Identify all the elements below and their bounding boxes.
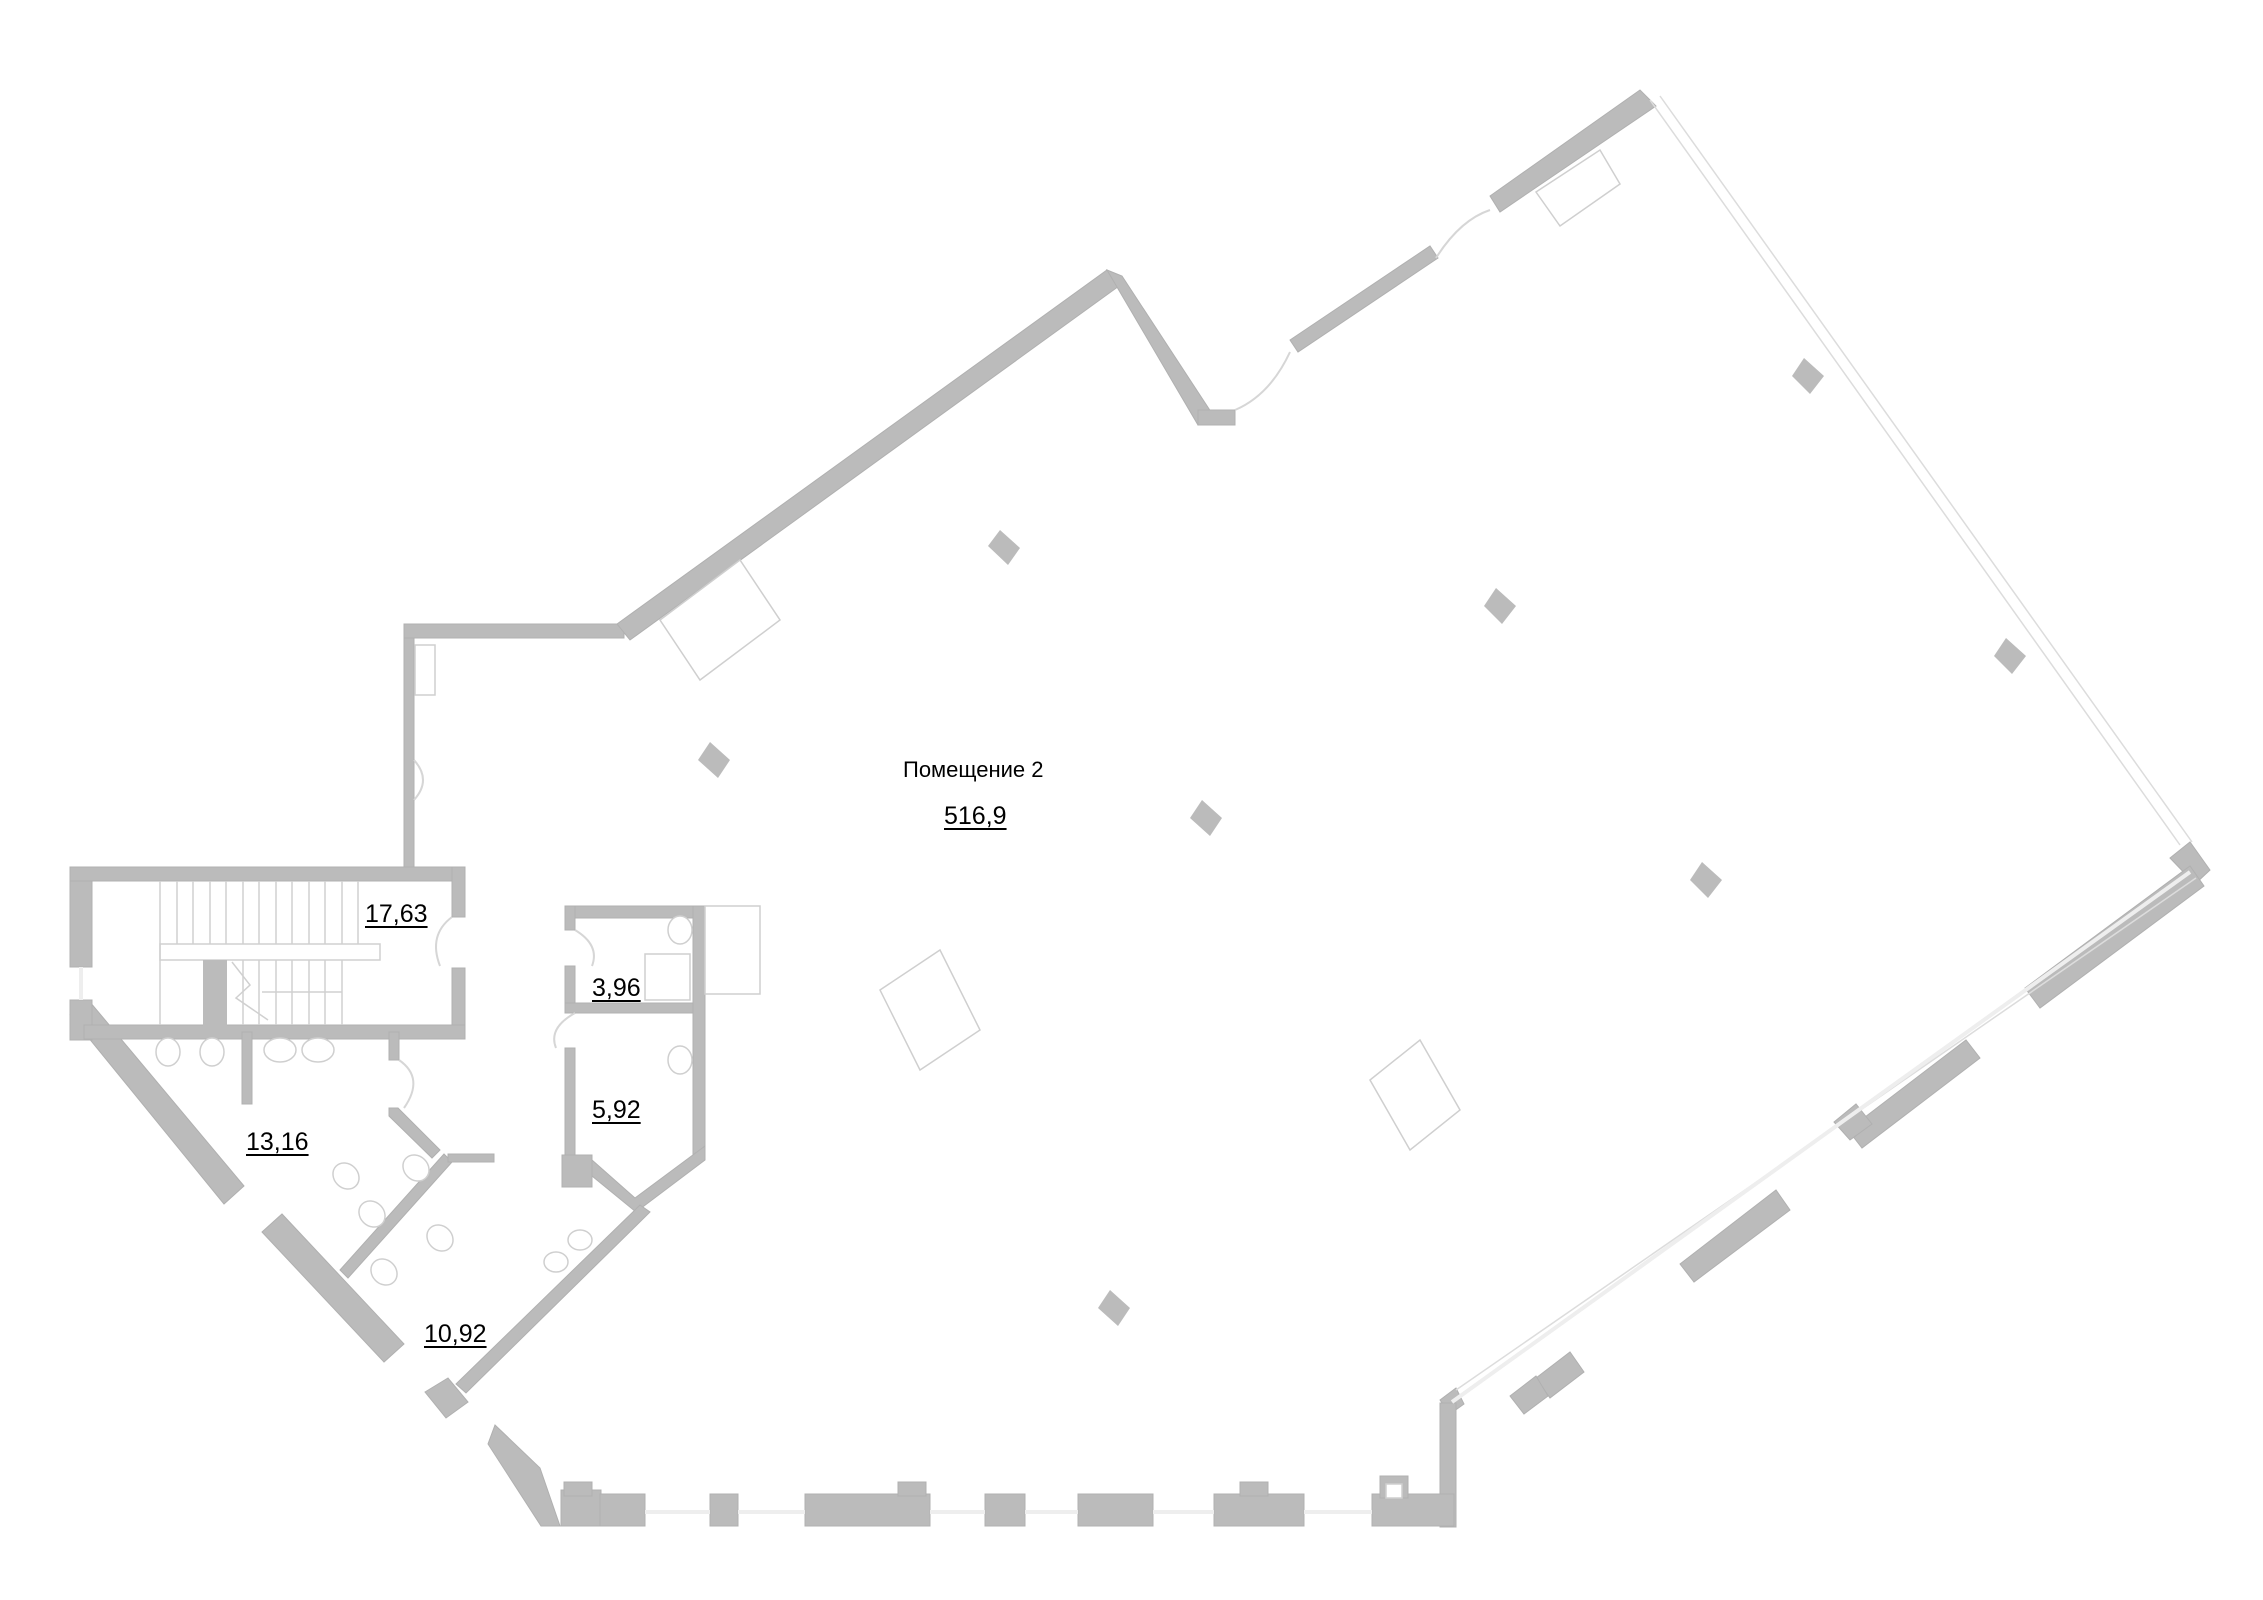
room-area-bathroom-small: 3,96 xyxy=(592,974,641,1002)
room-area-stairwell: 17,63 xyxy=(365,900,428,928)
room-area-main: 516,9 xyxy=(944,802,1007,830)
exterior-walls xyxy=(69,89,2211,1528)
room-name-main: Помещение 2 xyxy=(903,757,1044,782)
room-area-restroom-a: 13,16 xyxy=(246,1128,309,1156)
columns xyxy=(698,358,2026,1326)
staircase xyxy=(159,881,381,1026)
room-area-bathroom-medium: 5,92 xyxy=(592,1096,641,1124)
interior-walls xyxy=(241,905,706,1394)
room-area-restroom-b: 10,92 xyxy=(424,1320,487,1348)
fixtures xyxy=(155,148,1621,1286)
